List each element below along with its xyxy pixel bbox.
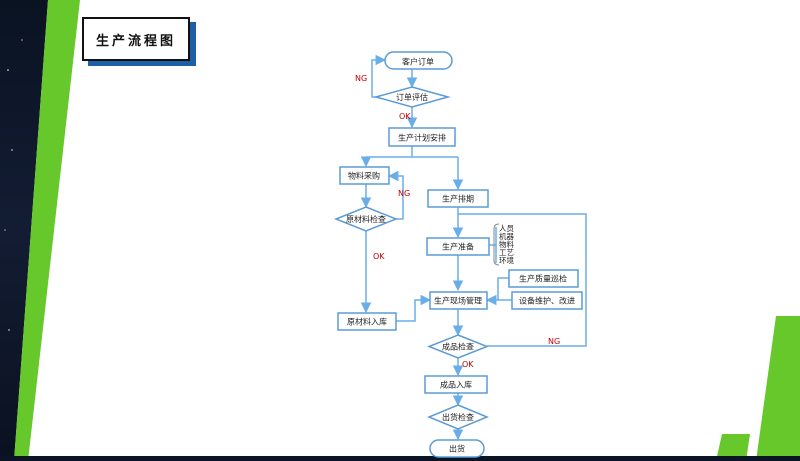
node-material-purchase: 物料采购 xyxy=(339,166,390,185)
node-shipment-inspection: 出货检查 xyxy=(427,404,489,430)
prep-items-list: 人员 机器 物料 工艺 环境 xyxy=(493,223,514,266)
page-title: 生产流程图 xyxy=(95,33,176,49)
node-raw-storage: 原材料入库 xyxy=(337,312,397,331)
node-prod-prep-label: 生产准备 xyxy=(442,242,474,252)
node-prod-plan-label: 生产计划安排 xyxy=(398,133,446,143)
node-equipment-maint: 设备维护、改进 xyxy=(511,291,583,310)
node-product-inspection: 成品检查 xyxy=(426,334,490,359)
ng-label: NG xyxy=(398,189,410,198)
node-order-eval-label: 订单评估 xyxy=(396,92,428,102)
node-equipment-maint-label: 设备维护、改进 xyxy=(519,296,575,306)
node-customer-order-label: 客户订单 xyxy=(402,57,434,67)
prep-item: 人员 xyxy=(499,224,514,233)
node-site-mgmt: 生产现场管理 xyxy=(429,291,488,310)
node-prod-plan: 生产计划安排 xyxy=(388,127,456,147)
ok-label: OK xyxy=(399,112,411,121)
ok-label: OK xyxy=(373,252,385,261)
node-prod-prep: 生产准备 xyxy=(426,237,490,256)
node-site-mgmt-label: 生产现场管理 xyxy=(434,296,482,306)
node-prod-schedule: 生产排期 xyxy=(427,189,489,208)
node-shipment-inspection-label: 出货检查 xyxy=(442,412,474,422)
node-shipment: 出货 xyxy=(429,439,485,458)
node-product-storage-label: 成品入库 xyxy=(440,380,472,390)
ok-label: OK xyxy=(462,360,474,369)
right-decoration xyxy=(0,316,800,461)
node-raw-inspection-label: 原材料检查 xyxy=(346,214,386,224)
prep-item: 工艺 xyxy=(499,248,514,257)
node-prod-schedule-label: 生产排期 xyxy=(442,194,474,204)
ng-label: NG xyxy=(355,74,367,83)
title-box: 生产流程图 xyxy=(82,17,190,61)
prep-item: 环境 xyxy=(499,255,514,265)
node-material-purchase-label: 物料采购 xyxy=(348,171,380,181)
left-decoration xyxy=(0,0,80,461)
node-product-inspection-label: 成品检查 xyxy=(442,342,474,352)
node-raw-storage-label: 原材料入库 xyxy=(347,317,387,327)
node-product-storage: 成品入库 xyxy=(424,375,488,394)
prep-item: 机器 xyxy=(499,231,514,241)
node-quality-patrol-label: 生产质量巡检 xyxy=(519,274,567,284)
decision-labels: NG OK NG OK NG OK xyxy=(355,74,560,369)
node-quality-patrol: 生产质量巡检 xyxy=(508,269,579,288)
ng-label: NG xyxy=(548,337,560,346)
node-shipment-label: 出货 xyxy=(449,444,465,454)
node-order-eval: 订单评估 xyxy=(373,86,451,108)
prep-item: 物料 xyxy=(499,239,514,249)
node-raw-inspection: 原材料检查 xyxy=(333,206,399,232)
node-customer-order: 客户订单 xyxy=(384,51,453,70)
